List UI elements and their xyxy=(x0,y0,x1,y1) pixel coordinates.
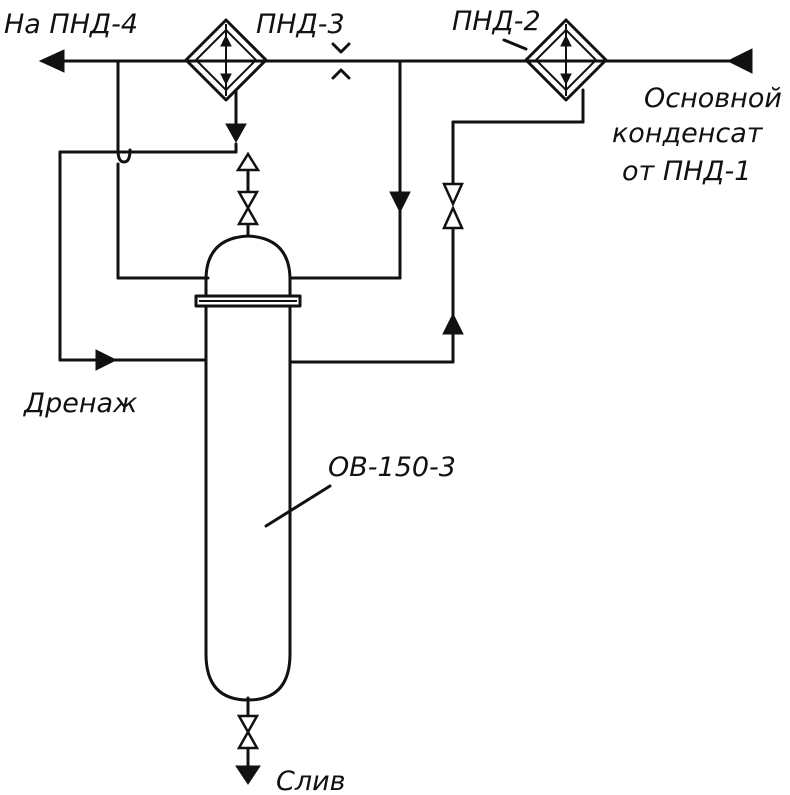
outlet-arrow-to-lph4 xyxy=(38,49,65,73)
label-main-condensate-1: Основной xyxy=(644,83,782,114)
condensate-arrow-up xyxy=(442,312,464,335)
valve-drain xyxy=(235,714,261,785)
label-main-condensate-2: конденсат xyxy=(612,118,764,149)
label-main-condensate-3: от ПНД-1 xyxy=(622,156,751,187)
label-vessel: ОВ-150-3 xyxy=(328,452,456,483)
drain-arrow xyxy=(235,765,261,785)
label-lph2: ПНД-2 xyxy=(452,6,541,37)
label-lph3: ПНД-3 xyxy=(256,9,345,40)
drainage-arrow xyxy=(95,349,118,371)
piping xyxy=(58,59,585,770)
lph3-drain-arrow xyxy=(225,123,247,144)
main-condensate-header xyxy=(38,48,753,74)
valve-vent xyxy=(235,151,261,226)
label-drain: Слив xyxy=(276,766,346,795)
throttle-mark xyxy=(331,42,351,80)
vapor-arrow-down xyxy=(389,191,411,214)
label-to-lph4: На ПНД-4 xyxy=(4,9,138,40)
vent-open-arrow xyxy=(235,151,261,172)
valve-condensate xyxy=(442,182,464,230)
lph2-heater xyxy=(502,18,608,102)
vessel-leader-line xyxy=(264,484,332,528)
lph3-heater xyxy=(184,18,268,144)
inlet-arrow-main-condensate xyxy=(726,48,753,74)
label-drainage: Дренаж xyxy=(23,388,138,419)
vessel-ov-150-3 xyxy=(194,234,302,702)
